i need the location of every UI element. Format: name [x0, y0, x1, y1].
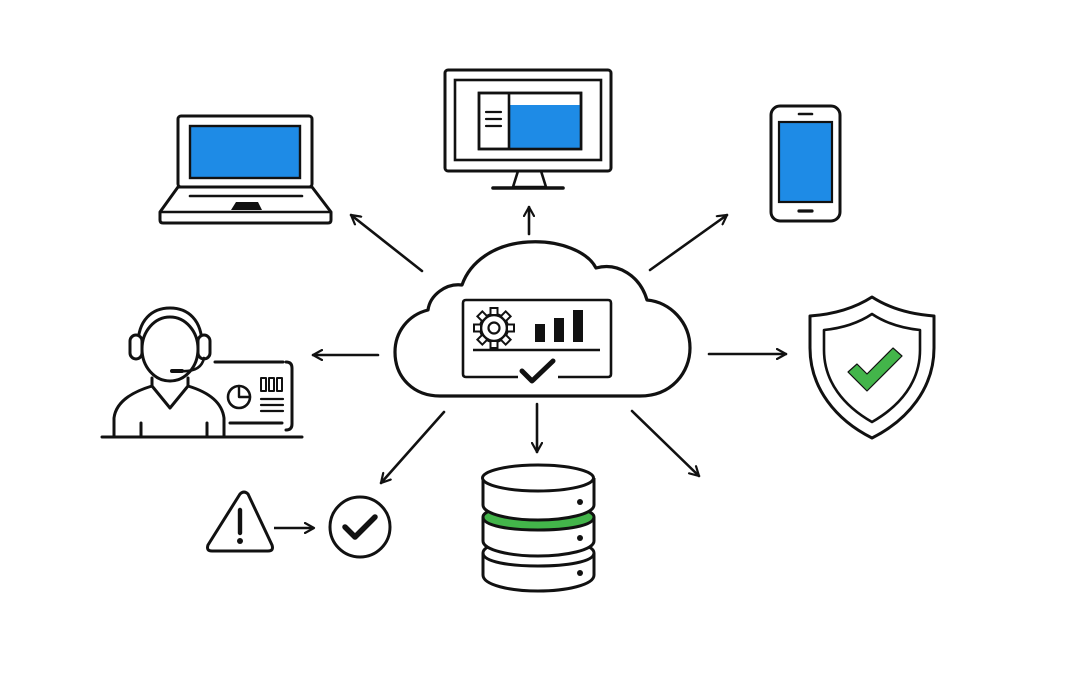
- desktop-node[interactable]: [443, 68, 613, 190]
- check-circle-icon: [328, 495, 392, 559]
- issue-resolution-node[interactable]: [206, 490, 392, 559]
- arrow-to-laptop: [349, 213, 424, 273]
- gear-icon: [473, 307, 515, 349]
- desktop-window-content: [510, 105, 581, 149]
- desktop-monitor-icon: [443, 68, 613, 190]
- laptop-trackpad: [231, 202, 262, 210]
- shield-checkmark: [847, 347, 903, 392]
- checkmark-icon: [519, 358, 556, 384]
- dashboard-panel: [461, 298, 613, 384]
- headset-right-cup: [196, 333, 212, 361]
- arrow-to-smartphone: [648, 213, 729, 272]
- headset-agent-icon: [100, 306, 304, 439]
- shield-check-icon: [808, 295, 936, 440]
- bar-chart-icon: [535, 310, 583, 342]
- laptop-icon: [158, 114, 333, 225]
- database-icon: [481, 463, 596, 593]
- smartphone-screen: [777, 120, 834, 204]
- cloud-icon: [393, 240, 692, 398]
- warning-icon: [206, 490, 274, 553]
- dashboard-bar: [554, 318, 564, 342]
- laptop-node[interactable]: [158, 114, 333, 225]
- arrows: [311, 205, 788, 485]
- support-agent-node[interactable]: [100, 306, 304, 439]
- dashboard-bar: [573, 310, 583, 342]
- mini-bar-chart-icon: [260, 377, 283, 392]
- smartphone-node[interactable]: [769, 104, 842, 223]
- security-node[interactable]: [808, 295, 936, 440]
- smartphone-icon: [769, 104, 842, 223]
- arrow-to-issue-resolution: [379, 410, 446, 485]
- arrow-to-bottom-right: [630, 409, 701, 478]
- cloud-hub[interactable]: [393, 240, 692, 398]
- data-lines: [259, 397, 285, 413]
- database-indicator-lights: [577, 499, 583, 576]
- database-node[interactable]: [481, 463, 596, 593]
- desktop-menu-lines: [484, 110, 503, 128]
- pie-chart-icon: [226, 384, 252, 410]
- headset-left-cup: [128, 333, 144, 361]
- dashboard-bar: [535, 324, 545, 342]
- laptop-screen: [188, 124, 302, 180]
